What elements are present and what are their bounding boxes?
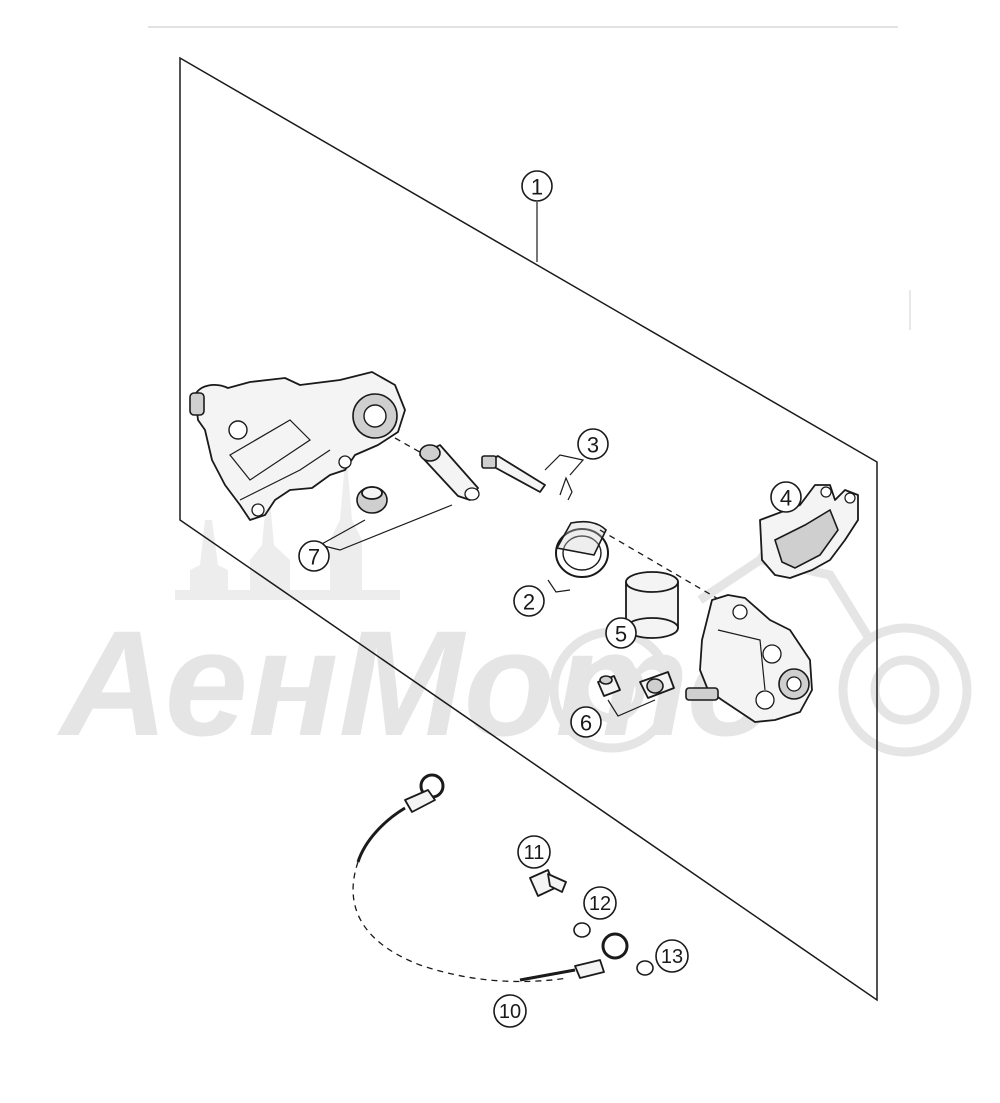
banjo-bolt	[529, 869, 567, 897]
assembly-panel	[179, 56, 878, 1002]
brake-pads	[759, 484, 859, 579]
callout-7-leader	[318, 504, 453, 551]
callout-7: 7	[298, 540, 330, 572]
pad-pin	[481, 455, 546, 493]
callout-11: 11	[517, 835, 551, 869]
callout-7-label: 7	[308, 545, 320, 570]
callout-13: 13	[655, 939, 689, 973]
bleeder-valve	[597, 671, 675, 699]
callout-10-label: 10	[499, 1001, 521, 1023]
callout-6-leader	[607, 699, 656, 717]
watermark-castle-icon	[175, 450, 400, 600]
callout-3-leader	[544, 454, 585, 476]
washer-12	[573, 922, 591, 938]
callout-2-label: 2	[523, 590, 535, 615]
piston-seal	[555, 520, 609, 578]
callout-12: 12	[583, 886, 617, 920]
callout-3: 3	[577, 428, 609, 460]
caliper-axis-line	[599, 529, 721, 601]
callout-6: 6	[570, 706, 602, 738]
callout-2: 2	[513, 585, 545, 617]
callout-1: 1	[521, 170, 553, 202]
washer-13	[636, 960, 654, 976]
callout-5-label: 5	[615, 622, 627, 647]
rubber-boot	[356, 486, 388, 514]
caliper-bracket	[189, 371, 406, 521]
callout-12-label: 12	[589, 893, 611, 915]
retaining-clip	[559, 476, 573, 501]
caliper-housing	[685, 594, 813, 723]
callout-3-label: 3	[587, 433, 599, 458]
guide-pin	[419, 444, 480, 501]
brake-hose	[352, 773, 629, 983]
callout-5: 5	[605, 617, 637, 649]
callout-4-label: 4	[780, 486, 792, 511]
callout-4: 4	[770, 481, 802, 513]
piston	[625, 571, 679, 639]
bracket-axis-line	[394, 437, 426, 456]
callout-11-label: 11	[524, 842, 545, 864]
callout-1-label: 1	[531, 175, 543, 200]
callout-6-label: 6	[580, 711, 592, 736]
callout-13-label: 13	[661, 946, 683, 968]
callout-2-leader	[547, 579, 571, 593]
callout-10: 10	[493, 994, 527, 1028]
